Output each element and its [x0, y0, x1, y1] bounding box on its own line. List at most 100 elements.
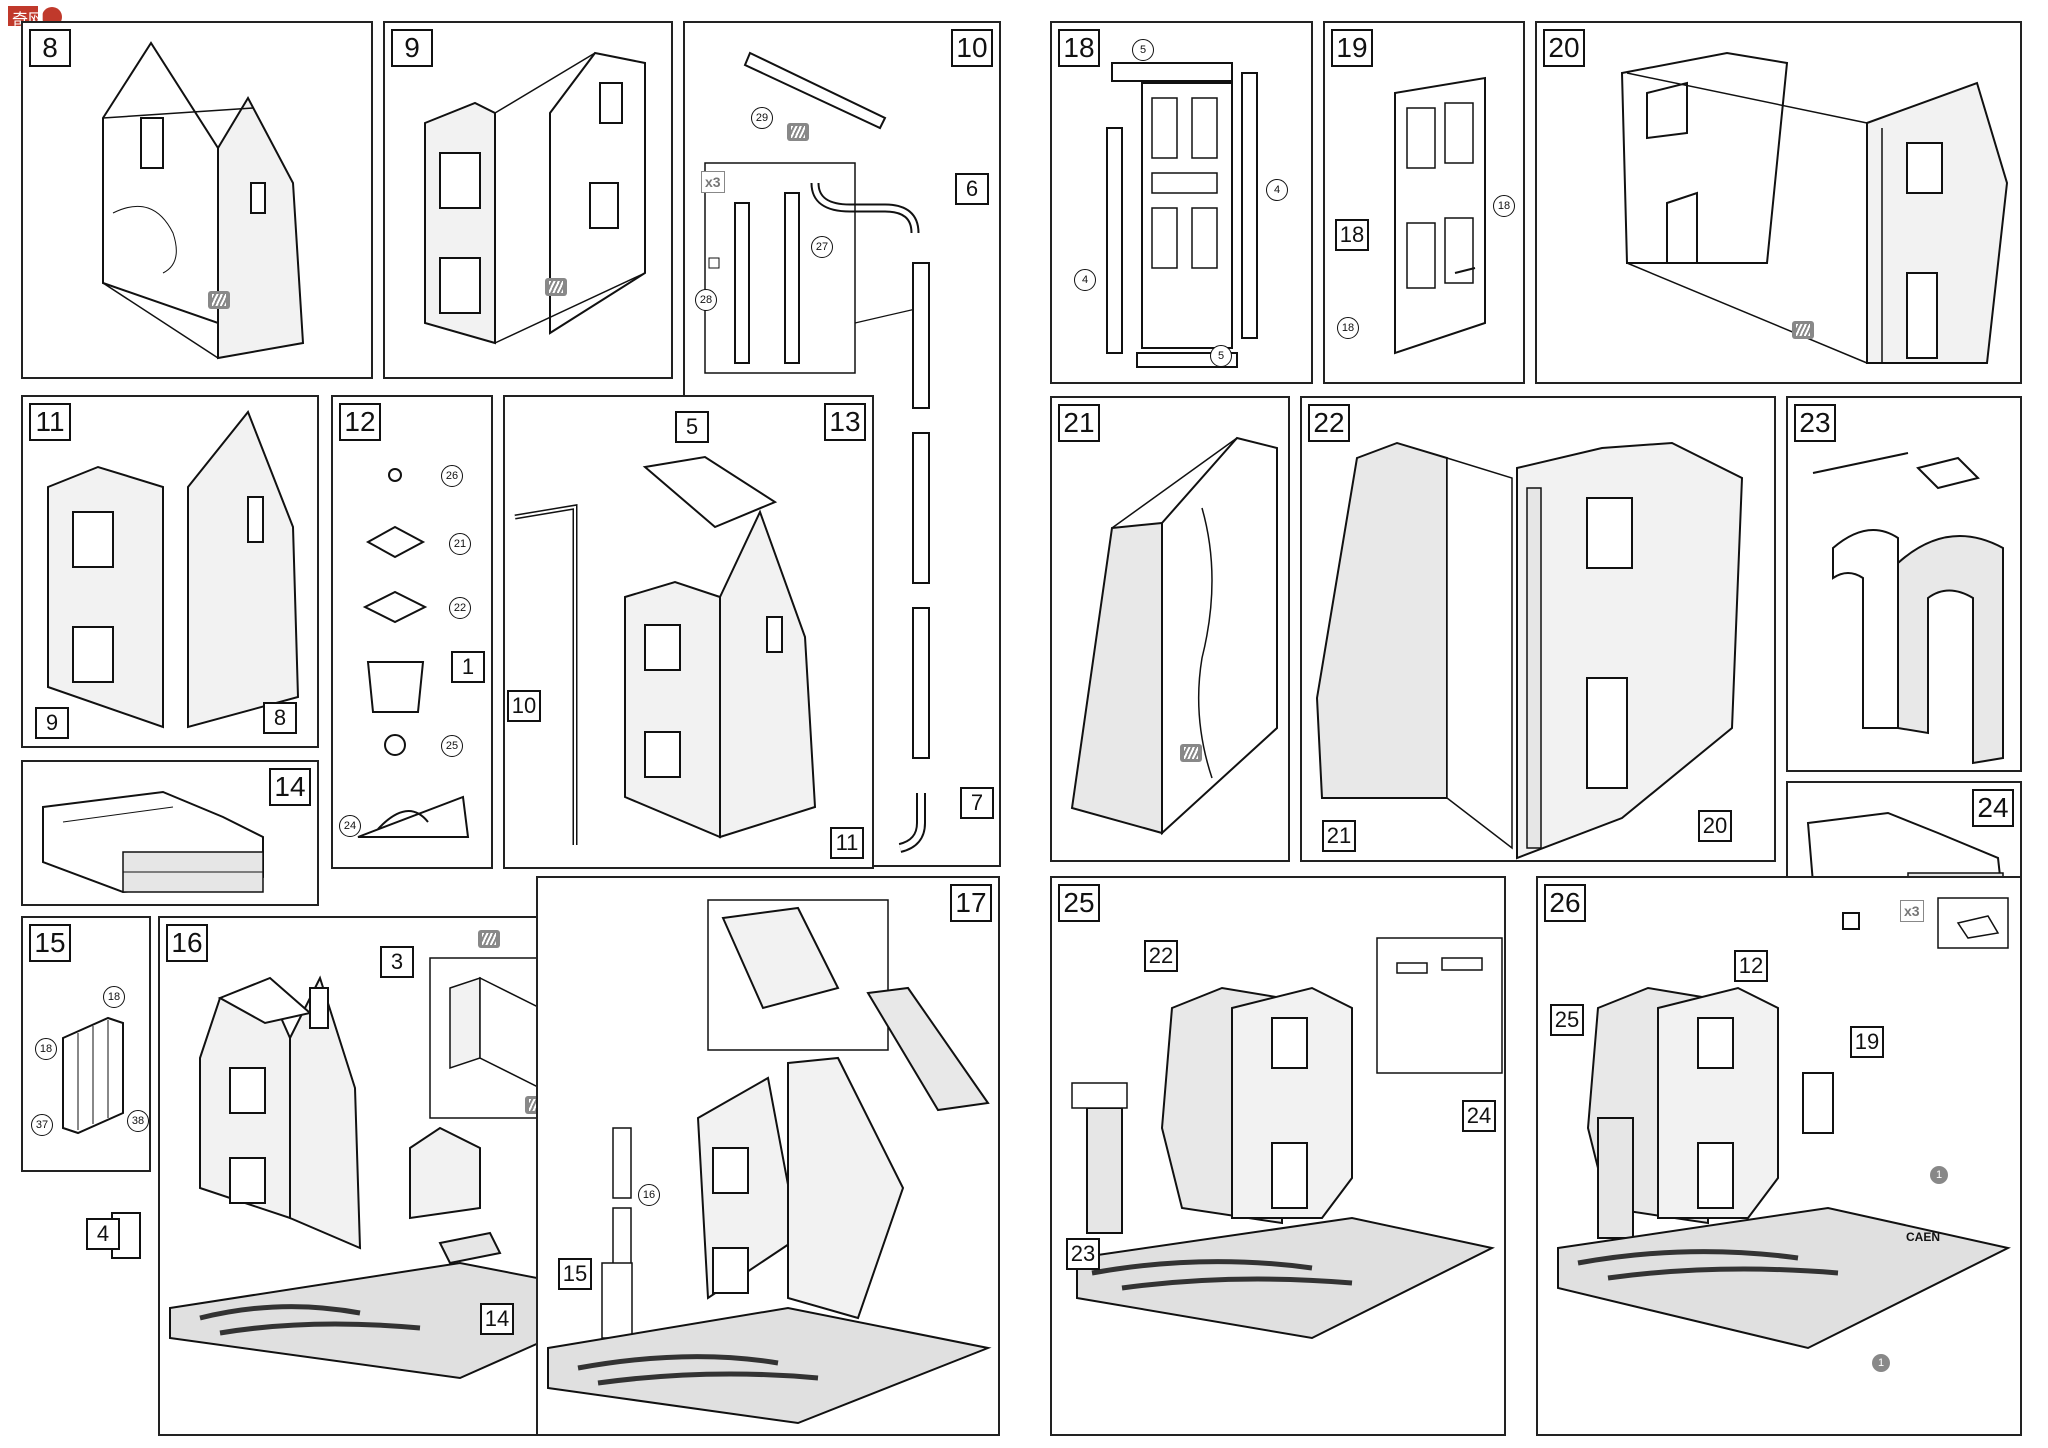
callout-label: 8 [263, 702, 297, 734]
callout-label: 19 [1850, 1026, 1884, 1058]
part-number: 21 [449, 533, 471, 555]
part-number: 28 [695, 289, 717, 311]
step-17-illustration [547, 899, 992, 1425]
step-12-illustration [357, 468, 470, 838]
step-11-illustration [47, 410, 300, 729]
part-number: 29 [751, 107, 773, 129]
step-17-panel: 17 16 15 [536, 876, 1000, 1436]
step-10-illustration [704, 51, 930, 853]
step-14-illustration [42, 790, 264, 894]
part-number: 18 [35, 1038, 57, 1060]
glue-icon [1792, 321, 1814, 339]
glue-icon [1180, 744, 1202, 762]
step-20-panel: 20 [1535, 21, 2022, 384]
part-number: 4 [1074, 269, 1096, 291]
callout-label: 5 [675, 411, 709, 443]
part-number: 1 [1930, 1166, 1948, 1184]
step-number: 8 [29, 29, 71, 67]
step-18-panel: 18 5 4 4 5 [1050, 21, 1313, 384]
part-number: 26 [441, 465, 463, 487]
step-number: 15 [29, 924, 71, 962]
step-20-illustration [1620, 51, 2009, 364]
step-number: 23 [1794, 404, 1836, 442]
town-sign: CAEN [1906, 1230, 1941, 1244]
step-23-illustration [1812, 452, 2004, 765]
part-number: 4 [1266, 179, 1288, 201]
step-number: 22 [1308, 404, 1350, 442]
multiplier-badge: x3 [701, 171, 725, 193]
part-number: 25 [441, 735, 463, 757]
part-number: 37 [31, 1114, 53, 1136]
step-number: 14 [269, 768, 311, 806]
step-number: 9 [391, 29, 433, 67]
step-number: 11 [29, 403, 71, 441]
glue-icon [478, 930, 500, 948]
callout-label: 21 [1322, 820, 1356, 852]
step-25-panel: 25 22 23 24 [1050, 876, 1506, 1436]
callout-label: 6 [955, 173, 989, 205]
step-9-panel: 9 [383, 21, 673, 379]
step-13-illustration [514, 455, 817, 845]
step-26-illustration [1557, 897, 2011, 1350]
step-number: 19 [1331, 29, 1373, 67]
step-21-panel: 21 [1050, 396, 1290, 862]
step-number: 16 [166, 924, 208, 962]
multiplier-badge: x3 [1900, 900, 1924, 922]
step-25-illustration [1071, 937, 1503, 1340]
part-number: 1 [1872, 1354, 1890, 1372]
step-number: 24 [1972, 789, 2014, 827]
step-number: 12 [339, 403, 381, 441]
callout-label: 20 [1698, 810, 1732, 842]
callout-label: 22 [1144, 940, 1178, 972]
step-22-illustration [1315, 441, 1744, 860]
part-number: 24 [339, 815, 361, 837]
callout-label: 9 [35, 707, 69, 739]
callout-label: 25 [1550, 1004, 1584, 1036]
glue-icon [545, 278, 567, 296]
step-8-illustration [102, 41, 305, 360]
callout-label: 12 [1734, 950, 1768, 982]
glue-icon [208, 291, 230, 309]
step-number: 13 [824, 403, 866, 441]
step-22-panel: 22 21 20 [1300, 396, 1776, 862]
callout-label: 15 [558, 1258, 592, 1290]
step-19-panel: 19 18 18 18 [1323, 21, 1525, 384]
step-23-panel: 23 [1786, 396, 2022, 772]
step-8-panel: 8 [21, 21, 373, 379]
callout-label: 1 [451, 651, 485, 683]
step-number: 26 [1544, 884, 1586, 922]
part-number: 18 [103, 986, 125, 1008]
step-number: 21 [1058, 404, 1100, 442]
step-21-illustration [1070, 436, 1278, 836]
callout-label: 24 [1462, 1100, 1496, 1132]
step-number: 10 [951, 29, 993, 67]
callout-label: 4 [86, 1218, 120, 1250]
step-11-panel: 11 9 8 [21, 395, 319, 748]
step-14-panel: 14 [21, 760, 319, 906]
part-number: 5 [1210, 345, 1232, 367]
callout-label: 18 [1335, 219, 1369, 251]
step-19-illustration [1394, 76, 1486, 355]
step-26-panel: 26 12 19 25 x3 1 1 CAEN [1536, 876, 2022, 1436]
callout-label: 11 [830, 827, 864, 859]
part-number: 22 [449, 597, 471, 619]
part-number: 18 [1337, 317, 1359, 339]
callout-label: 3 [380, 946, 414, 978]
step-15-panel: 15 18 18 37 38 [21, 916, 151, 1172]
step-13-panel: 13 5 10 11 [503, 395, 874, 869]
step-number: 17 [950, 884, 992, 922]
part-number: 5 [1132, 39, 1154, 61]
callout-label: 7 [960, 787, 994, 819]
part-number: 16 [638, 1184, 660, 1206]
step-number: 20 [1543, 29, 1585, 67]
step-18-illustration [1106, 62, 1258, 368]
callout-label: 10 [507, 690, 541, 722]
glue-icon [787, 123, 809, 141]
step-number: 18 [1058, 29, 1100, 67]
callout-label: 14 [480, 1303, 514, 1335]
callout-label: 23 [1066, 1238, 1100, 1270]
step-number: 25 [1058, 884, 1100, 922]
part-number: 18 [1493, 195, 1515, 217]
part-number: 27 [811, 236, 833, 258]
